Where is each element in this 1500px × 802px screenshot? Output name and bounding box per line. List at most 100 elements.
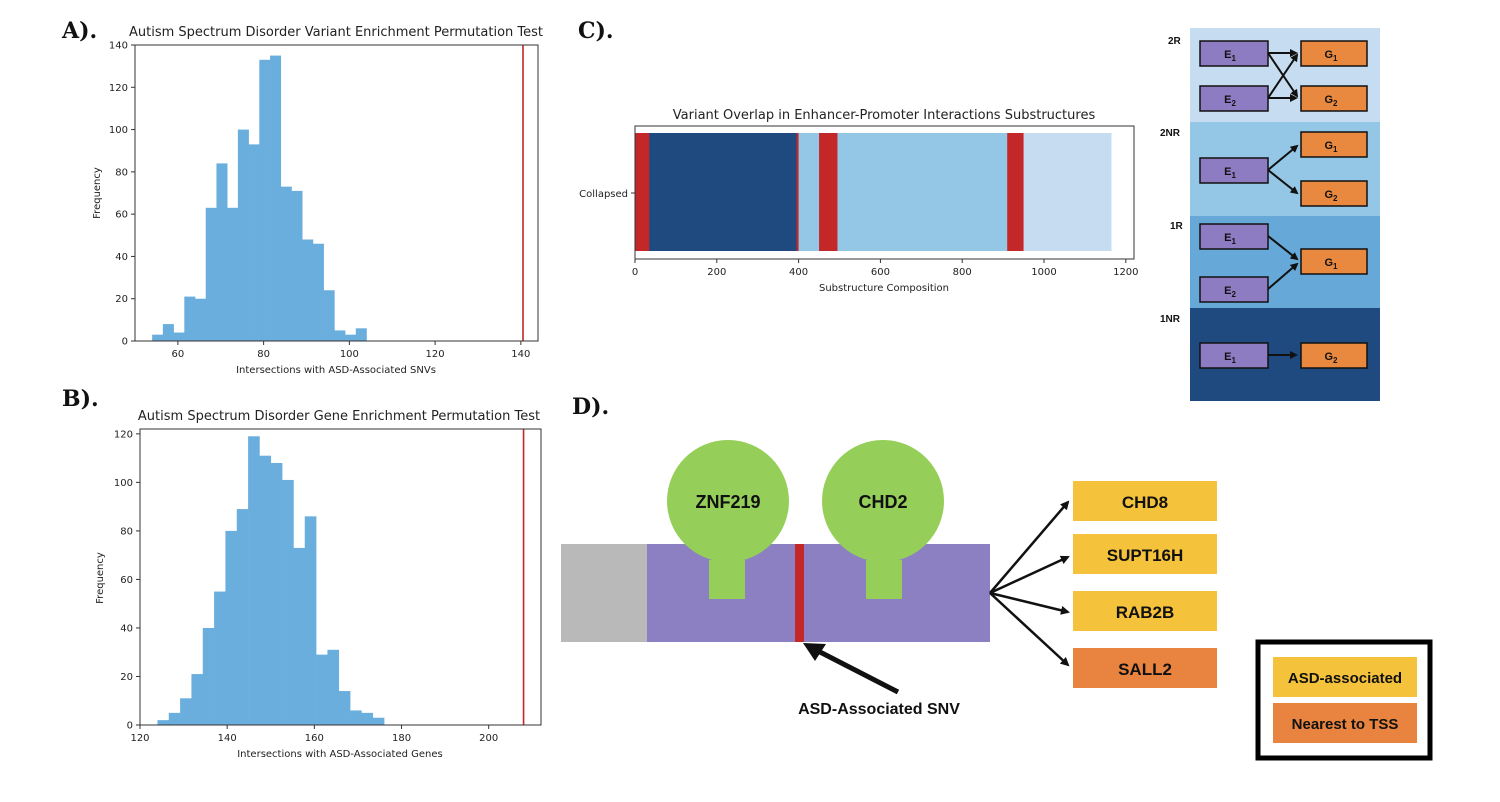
chart-b-bar [157, 720, 170, 725]
substructure-schematic: 2R 2NR 1R 1NR E1 E2 [1160, 28, 1380, 401]
chart-a-bar [162, 324, 174, 341]
chart-b-bar [350, 710, 362, 725]
chart-b-xtick-label: 120 [130, 733, 149, 744]
regulatory-diagram: ZNF219 CHD2 ASD-Associated SNV CHD8 SUPT… [561, 440, 1433, 761]
chart-b-bar [327, 649, 340, 725]
chart-b-ytick-label: 60 [120, 575, 133, 586]
snv-label: ASD-Associated SNV [798, 701, 960, 718]
chart-b-ytick-label: 120 [114, 429, 133, 440]
chart-b-title: Autism Spectrum Disorder Gene Enrichment… [138, 409, 540, 424]
tf-znf219: ZNF219 [667, 440, 789, 599]
chart-b-xtick-label: 160 [305, 733, 324, 744]
chart-b-bar [338, 691, 351, 725]
chart-a-ylabel: Frequency [92, 167, 103, 219]
edge-1r-e1-g1 [1267, 235, 1299, 261]
stacked-bar-substructures: Variant Overlap in Enhancer-Promoter Int… [579, 108, 1138, 294]
legend-swatch-tss [1273, 703, 1417, 743]
row-label-2nr: 2NR [1160, 128, 1181, 139]
node-g1-1r: G1 [1300, 248, 1368, 275]
chart-b-ytick-label: 20 [120, 672, 133, 683]
chart-b-ytick-label: 0 [127, 721, 133, 732]
chart-a-ytick-label: 120 [109, 83, 128, 94]
arrow-to-supt16h [989, 555, 1070, 595]
edge-2nr-e1-g1 [1267, 144, 1299, 171]
svg-text:E1: E1 [1224, 166, 1236, 180]
legend-swatch-asd [1273, 657, 1417, 697]
chart-a-ytick-label: 20 [115, 294, 128, 305]
chart-c-xtick-label: 400 [789, 267, 808, 278]
chart-a-title: Autism Spectrum Disorder Variant Enrichm… [129, 25, 543, 40]
tf-chd2: CHD2 [822, 440, 944, 599]
svg-text:E1: E1 [1224, 49, 1236, 63]
panel-label-c: C). [578, 18, 614, 44]
chart-b-bar [304, 516, 317, 725]
chart-a-ytick-label: 140 [109, 41, 128, 52]
chart-b-ytick-label: 40 [120, 623, 133, 634]
chart-c-xlabel: Substructure Composition [819, 283, 949, 294]
gene-chd8-label: CHD8 [1122, 493, 1168, 512]
chart-c-variant-segment [796, 133, 799, 251]
legend-asd-label: ASD-associated [1288, 670, 1402, 687]
svg-text:G2: G2 [1324, 189, 1338, 203]
gene-sall2-label: SALL2 [1118, 660, 1172, 679]
svg-text:G1: G1 [1324, 257, 1338, 271]
chart-c-category-label: Collapsed [579, 189, 628, 200]
chart-a-bar [270, 55, 282, 341]
chart-a-bar [302, 239, 314, 341]
row-label-2r: 2R [1168, 36, 1182, 47]
row-label-1r: 1R [1170, 221, 1184, 232]
chart-b-frame [139, 428, 542, 726]
chart-c-segment-lighter [1021, 133, 1112, 251]
histogram-genes: Autism Spectrum Disorder Gene Enrichment… [95, 409, 542, 760]
chart-b-bar [259, 455, 272, 725]
edge-2r-e2-g1 [1267, 53, 1299, 99]
chart-a-bar [248, 144, 260, 341]
node-e2-2r: E2 [1199, 85, 1269, 112]
chart-a-bar [216, 163, 228, 341]
chart-a-bar [355, 328, 367, 341]
node-g2-2nr: G2 [1300, 180, 1368, 207]
snv-pointer-arrow [803, 643, 900, 695]
chart-a-ytick-label: 80 [115, 167, 128, 178]
node-g1-2r: G1 [1300, 40, 1368, 67]
node-e1-2nr: E1 [1199, 157, 1269, 184]
chart-c-xtick-label: 800 [953, 267, 972, 278]
chart-c-segment-dark [635, 133, 799, 251]
chart-a-xtick-label: 120 [426, 349, 445, 360]
panel-label-d: D). [572, 394, 610, 420]
node-g1-2nr: G1 [1300, 131, 1368, 158]
gene-box-rab2b: RAB2B [1073, 591, 1217, 631]
chart-a-ytick-label: 60 [115, 210, 128, 221]
chart-b-bar [225, 530, 238, 725]
chart-a-bar [345, 334, 357, 341]
chart-b-bar [282, 479, 294, 725]
chart-b-bar [293, 547, 306, 725]
chart-a-bar [152, 334, 164, 341]
chart-a-xlabel: Intersections with ASD-Associated SNVs [236, 365, 436, 376]
chart-b-xtick-label: 200 [479, 733, 498, 744]
arrow-to-rab2b [989, 591, 1070, 615]
tf-chd2-label: CHD2 [858, 492, 907, 512]
enhancer-region [647, 544, 990, 642]
chart-c-xtick-label: 200 [707, 267, 726, 278]
chart-a-bar [237, 129, 249, 341]
chart-a-xtick-label: 100 [340, 349, 359, 360]
arrow-to-chd8 [989, 500, 1070, 594]
edge-2nr-e1-g2 [1267, 169, 1299, 195]
chart-b-bar [248, 436, 260, 725]
chart-a-bar [334, 330, 346, 341]
chart-b-bar [202, 627, 215, 725]
chart-b-bar [236, 509, 249, 725]
chart-a-bar [173, 332, 185, 341]
chart-a-xtick-label: 60 [172, 349, 185, 360]
node-g2-2r: G2 [1300, 85, 1368, 112]
node-g2-1nr: G2 [1300, 342, 1368, 369]
chart-b-ytick-label: 80 [120, 526, 133, 537]
arrow-to-sall2 [989, 592, 1070, 667]
chart-a-ytick-label: 0 [122, 337, 128, 348]
chart-b-bar [168, 712, 181, 725]
chart-a-frame [134, 44, 539, 342]
chart-a-bar [227, 207, 239, 341]
dna-gray-segment [561, 544, 649, 642]
